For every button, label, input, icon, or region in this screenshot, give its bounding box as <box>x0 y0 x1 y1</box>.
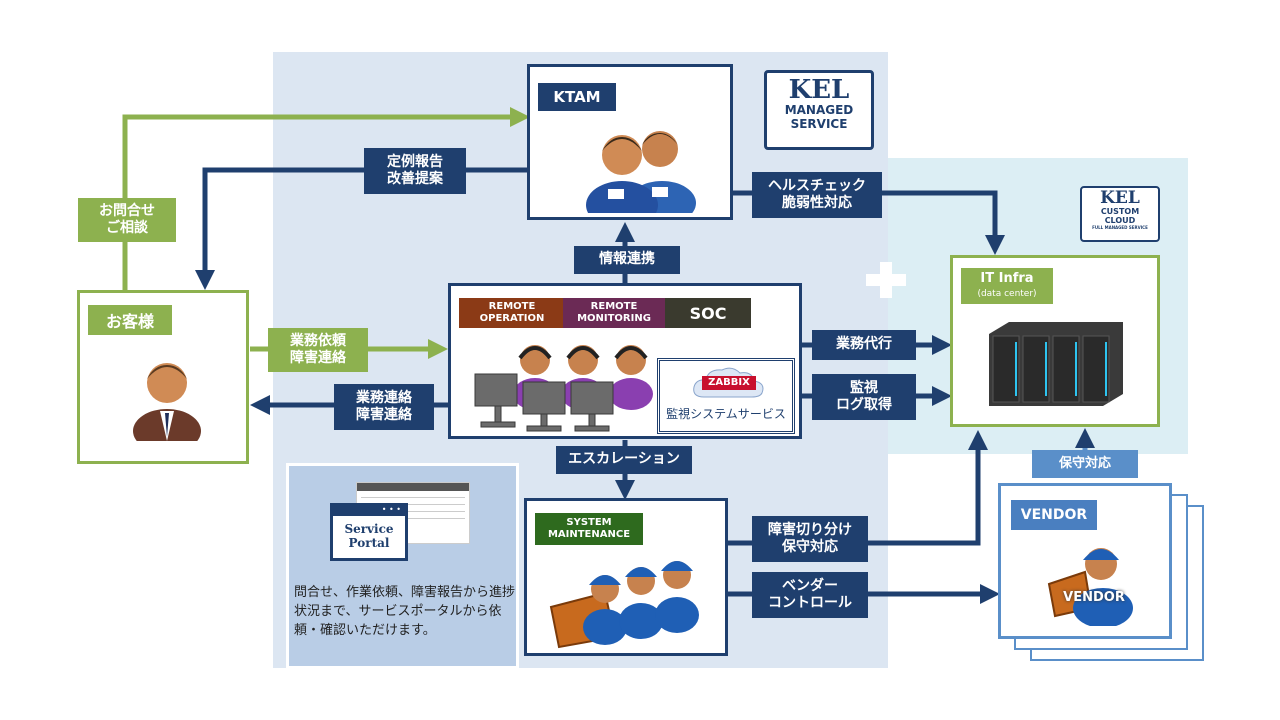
vendor-badge: VENDOR <box>1063 590 1125 605</box>
it-infra-header: IT Infra (data center) <box>961 268 1053 304</box>
server-rack-icon <box>989 322 1123 406</box>
maintenance-label: 保守対応 <box>1032 450 1138 478</box>
monitor-label: 監視 ログ取得 <box>812 374 916 420</box>
vendor-control-label-2: コントロール <box>768 595 852 611</box>
portal-logo-line1: Service <box>344 522 394 536</box>
it-infra-title: IT Infra <box>980 271 1034 286</box>
portal-description: 問合せ、作業依頼、障害報告から進捗状況まで、サービスポータルから依頼・確認いただ… <box>294 585 516 638</box>
logo2-cloud: CLOUD <box>1104 216 1136 225</box>
request-label: 業務依頼 障害連絡 <box>268 328 368 372</box>
inquiry-arrow <box>122 107 530 290</box>
vendor-box: VENDOR VENDOR <box>998 483 1172 639</box>
ktam-box: KTAM <box>527 64 733 220</box>
info-link-label: 情報連携 <box>574 246 680 274</box>
logo-managed: MANAGED <box>784 103 854 117</box>
it-infra-box: IT Infra (data center) <box>950 255 1160 427</box>
vendor-control-label: ベンダー コントロール <box>752 572 868 618</box>
contact-label-2: 障害連絡 <box>356 407 412 423</box>
monitor-label-1: 監視 <box>850 379 878 396</box>
isolate-label: 障害切り分け 保守対応 <box>752 516 868 562</box>
report-label-2: 改善提案 <box>387 171 443 187</box>
logo2-full: FULL MANAGED SERVICE <box>1092 225 1148 230</box>
escalation-label: エスカレーション <box>556 446 692 474</box>
inquiry-label: お問合せ ご相談 <box>78 198 176 242</box>
report-label-1: 定例報告 <box>387 153 443 170</box>
engineers-icon <box>549 561 699 649</box>
logo-service: SERVICE <box>790 117 848 131</box>
remote-monitoring-tag: REMOTE MONITORING <box>563 298 665 328</box>
isolate-label-2: 保守対応 <box>782 539 838 555</box>
monitoring-service-label: 監視システムサービス <box>666 407 786 421</box>
soc-tag: SOC <box>665 298 751 328</box>
monitoring-service-box: ZABBIX 監視システムサービス <box>657 358 795 434</box>
contact-label: 業務連絡 障害連絡 <box>334 384 434 430</box>
health-label-1: ヘルスチェック <box>768 177 866 194</box>
customer-box: お客様 <box>77 290 249 464</box>
soc-panel: REMOTE OPERATION REMOTE MONITORING SOC <box>448 283 802 439</box>
health-check-label: ヘルスチェック 脆弱性対応 <box>752 172 882 218</box>
it-infra-subtitle: (data center) <box>977 289 1037 299</box>
contact-label-1: 業務連絡 <box>356 389 412 406</box>
operators-icon <box>474 345 653 432</box>
plus-icon <box>862 262 910 298</box>
logo-kel: KEL <box>788 75 850 105</box>
vendor-worker-icon <box>1047 548 1133 626</box>
customer-title: お客様 <box>88 305 172 335</box>
isolate-label-1: 障害切り分け <box>768 521 852 538</box>
vendor-title: VENDOR <box>1011 500 1097 530</box>
report-label: 定例報告 改善提案 <box>364 148 466 194</box>
system-maintenance-box: SYSTEM MAINTENANCE <box>524 498 728 656</box>
inquiry-label-2: ご相談 <box>106 220 148 236</box>
logo2-kel: KEL <box>1100 188 1140 208</box>
proxy-label: 業務代行 <box>812 330 916 360</box>
vendor-control-label-1: ベンダー <box>782 577 838 594</box>
kel-custom-cloud-logo: KEL CUSTOM CLOUD FULL MANAGED SERVICE <box>1080 186 1160 242</box>
request-label-1: 業務依頼 <box>290 332 346 349</box>
ktam-title: KTAM <box>538 83 616 111</box>
health-label-2: 脆弱性対応 <box>782 195 852 211</box>
service-portal-logo: • • • Service Portal <box>330 503 408 561</box>
kel-managed-service-logo: KEL MANAGED SERVICE <box>764 70 874 150</box>
portal-logo-line2: Portal <box>348 536 390 550</box>
zabbix-badge: ZABBIX <box>702 376 756 390</box>
logo2-custom: CUSTOM <box>1100 207 1140 216</box>
monitor-label-2: ログ取得 <box>836 397 892 413</box>
request-label-2: 障害連絡 <box>290 350 346 366</box>
inquiry-label-1: お問合せ <box>99 202 155 219</box>
customer-icon <box>133 363 201 441</box>
remote-operation-tag: REMOTE OPERATION <box>459 298 565 328</box>
system-maintenance-tag: SYSTEM MAINTENANCE <box>535 513 643 545</box>
staff-icon <box>586 131 696 213</box>
